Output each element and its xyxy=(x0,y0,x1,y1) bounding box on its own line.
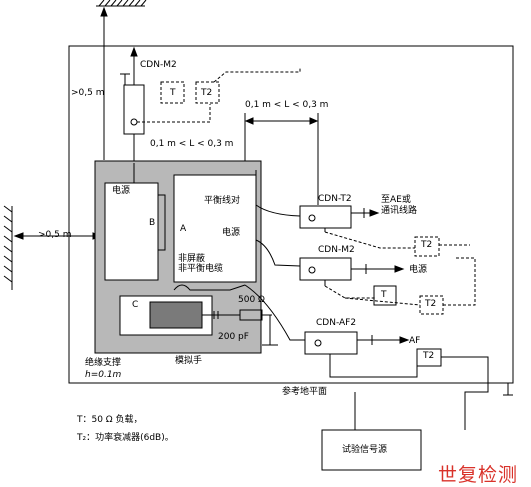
label-ref-plane: 参考地平面 xyxy=(282,387,328,397)
label-t2-box-2: T2 xyxy=(421,240,433,250)
label-range-1: 0,1 m < L < 0,3 m xyxy=(150,139,234,149)
label-to-ae-2: 通讯线路 xyxy=(381,206,418,216)
label-dist-top: >0,5 m xyxy=(71,88,105,98)
ceiling-hatch xyxy=(96,0,147,7)
dashed-terminators-top xyxy=(137,68,301,123)
internal-wiring xyxy=(133,163,278,346)
cdn-t2 xyxy=(299,205,380,232)
label-balanced-pair: 平衡线对 xyxy=(204,196,241,206)
label-power-a: 电源 xyxy=(222,228,241,238)
label-unshielded: 非屏蔽 xyxy=(178,254,206,264)
wall-hatch xyxy=(3,205,13,290)
label-b: B xyxy=(149,218,156,228)
label-r500: 500 Ω xyxy=(238,295,265,305)
label-t2-box-1: T2 xyxy=(201,88,213,98)
ground-plane xyxy=(68,45,514,384)
label-cdn-t2: CDN-T2 xyxy=(318,194,352,204)
label-range-2: 0,1 m < L < 0,3 m xyxy=(245,100,329,110)
label-insul-support: 绝缘支撑 xyxy=(85,358,122,368)
signal-source-box xyxy=(321,429,422,471)
label-t-box-2: T xyxy=(381,290,387,300)
unit-b xyxy=(104,182,159,281)
label-c: C xyxy=(132,300,139,310)
label-af: AF xyxy=(409,336,421,346)
label-hand: 模拟手 xyxy=(175,356,203,366)
label-cdn-af2: CDN-AF2 xyxy=(316,318,357,328)
legend-t2: T₂：功率衰减器(6dB)。 xyxy=(77,433,174,443)
label-insul-h: h=0.1m xyxy=(85,370,122,380)
label-c200: 200 pF xyxy=(218,332,249,342)
dashed-terminators-right xyxy=(324,231,476,315)
label-signal-source: 试验信号源 xyxy=(342,445,388,455)
cdn-af2 xyxy=(304,331,410,365)
unit-a xyxy=(173,174,257,283)
source-wiring xyxy=(329,356,513,430)
artificial-hand xyxy=(149,301,203,329)
cdn-m2-right xyxy=(299,257,405,286)
cables xyxy=(244,204,305,341)
label-t2-box-3: T2 xyxy=(425,299,437,309)
label-t-box-1: T xyxy=(170,88,176,98)
legend-t: T：50 Ω 负载， xyxy=(77,415,143,425)
label-a: A xyxy=(180,224,187,234)
label-power-out: 电源 xyxy=(409,265,428,275)
label-cdn-m2: CDN-M2 xyxy=(318,245,355,255)
label-power-b: 电源 xyxy=(112,186,131,196)
label-cdn-m2-top: CDN-M2 xyxy=(140,60,177,70)
cdn-m2-top xyxy=(120,46,145,163)
label-t2-box-4: T2 xyxy=(423,351,435,361)
t-box-right xyxy=(373,285,397,306)
label-unbalanced: 非平衡电缆 xyxy=(178,264,224,274)
label-to-ae-1: 至AE或 xyxy=(381,195,411,205)
label-dist-left: >0,5 m xyxy=(38,230,72,240)
watermark: 世复检测 xyxy=(438,464,519,486)
